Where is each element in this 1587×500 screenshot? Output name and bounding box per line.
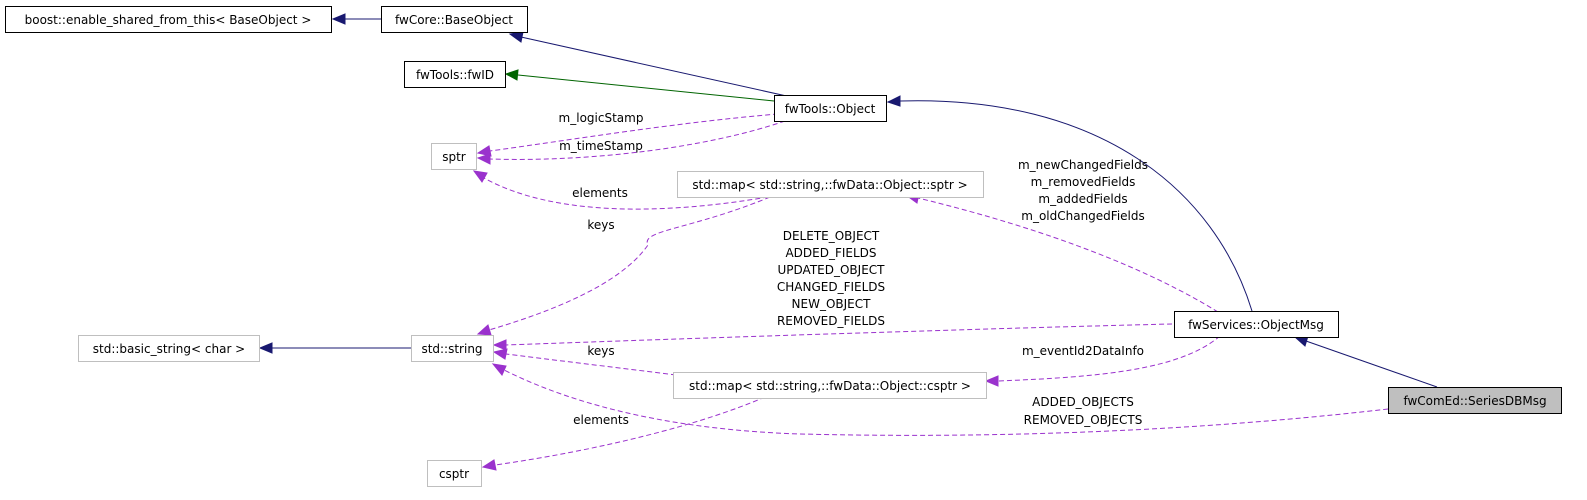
node-label: fwComEd::SeriesDBMsg [1403,394,1546,408]
label-keys-sptr: keys [587,218,614,232]
node-label: sptr [442,150,466,164]
label-event: ADDED_FIELDS [785,246,876,260]
label-event-info: m_eventId2DataInfo [1022,344,1144,358]
label-keys-csptr: keys [587,344,614,358]
label-fields-group: m_newChangedFields m_removedFields m_add… [1018,158,1148,223]
label-elements-sptr: elements [572,186,628,200]
label-event: NEW_OBJECT [792,297,872,311]
label-events-group: DELETE_OBJECT ADDED_FIELDS UPDATED_OBJEC… [777,229,885,328]
label-event: DELETE_OBJECT [783,229,880,243]
node-label: csptr [439,467,469,481]
edge-string-inherits-basic-string [258,342,411,354]
node-csptr[interactable]: csptr [427,460,482,487]
edge-objectmsg-inherits-object [886,95,1253,312]
label-objects-group: ADDED_OBJECTS REMOVED_OBJECTS [1024,395,1143,427]
edge-event-info [984,335,1221,387]
edge-object-inherits-fwid [504,69,775,102]
label-field: m_addedFields [1038,192,1127,206]
edge-keys-sptr [476,196,771,336]
label-event: REMOVED_FIELDS [777,314,885,328]
label-logic-stamp: m_logicStamp [559,111,644,125]
node-map-sptr[interactable]: std::map< std::string,::fwData::Object::… [677,171,984,198]
node-label: fwTools::Object [785,102,876,116]
edge-objects [491,363,1389,436]
node-label: std::map< std::string,::fwData::Object::… [692,178,967,192]
node-object[interactable]: fwTools::Object [774,95,887,122]
node-label: std::basic_string< char > [93,342,246,356]
node-enable-shared-from-this[interactable]: boost::enable_shared_from_this< BaseObje… [5,6,332,33]
label-elements-csptr: elements [573,413,629,427]
node-base-object[interactable]: fwCore::BaseObject [381,6,528,33]
node-label: fwCore::BaseObject [395,13,513,27]
node-label: std::map< std::string,::fwData::Object::… [689,379,971,393]
node-label: fwServices::ObjectMsg [1188,318,1324,332]
label-event: UPDATED_OBJECT [778,263,886,277]
edge-keys-csptr [492,348,677,376]
node-map-csptr[interactable]: std::map< std::string,::fwData::Object::… [673,372,987,399]
label-field: m_removedFields [1031,175,1136,189]
node-series-db-msg[interactable]: fwComEd::SeriesDBMsg [1388,387,1562,414]
label-event: CHANGED_FIELDS [777,280,885,294]
edge-seriesdbmsg-inherits-objectmsg [1293,335,1438,388]
label-object: REMOVED_OBJECTS [1024,413,1143,427]
edge-elements-sptr [472,170,769,210]
label-field: m_newChangedFields [1018,158,1148,172]
node-basic-string[interactable]: std::basic_string< char > [78,335,260,362]
node-fwid[interactable]: fwTools::fwID [404,61,506,88]
edge-elements-csptr [481,396,766,471]
label-field: m_oldChangedFields [1021,209,1145,223]
node-label: boost::enable_shared_from_this< BaseObje… [25,13,312,27]
edge-baseobject-inherits-enable-shared [331,13,381,25]
node-sptr[interactable]: sptr [431,143,477,170]
node-label: fwTools::fwID [416,68,494,82]
node-std-string[interactable]: std::string [411,335,494,362]
node-object-msg[interactable]: fwServices::ObjectMsg [1174,311,1339,338]
node-label: std::string [421,342,482,356]
edge-events [492,323,1173,351]
edge-logicstamp [476,113,779,157]
label-time-stamp: m_timeStamp [559,139,643,153]
label-object: ADDED_OBJECTS [1032,395,1134,409]
edge-timestamp [476,120,786,165]
